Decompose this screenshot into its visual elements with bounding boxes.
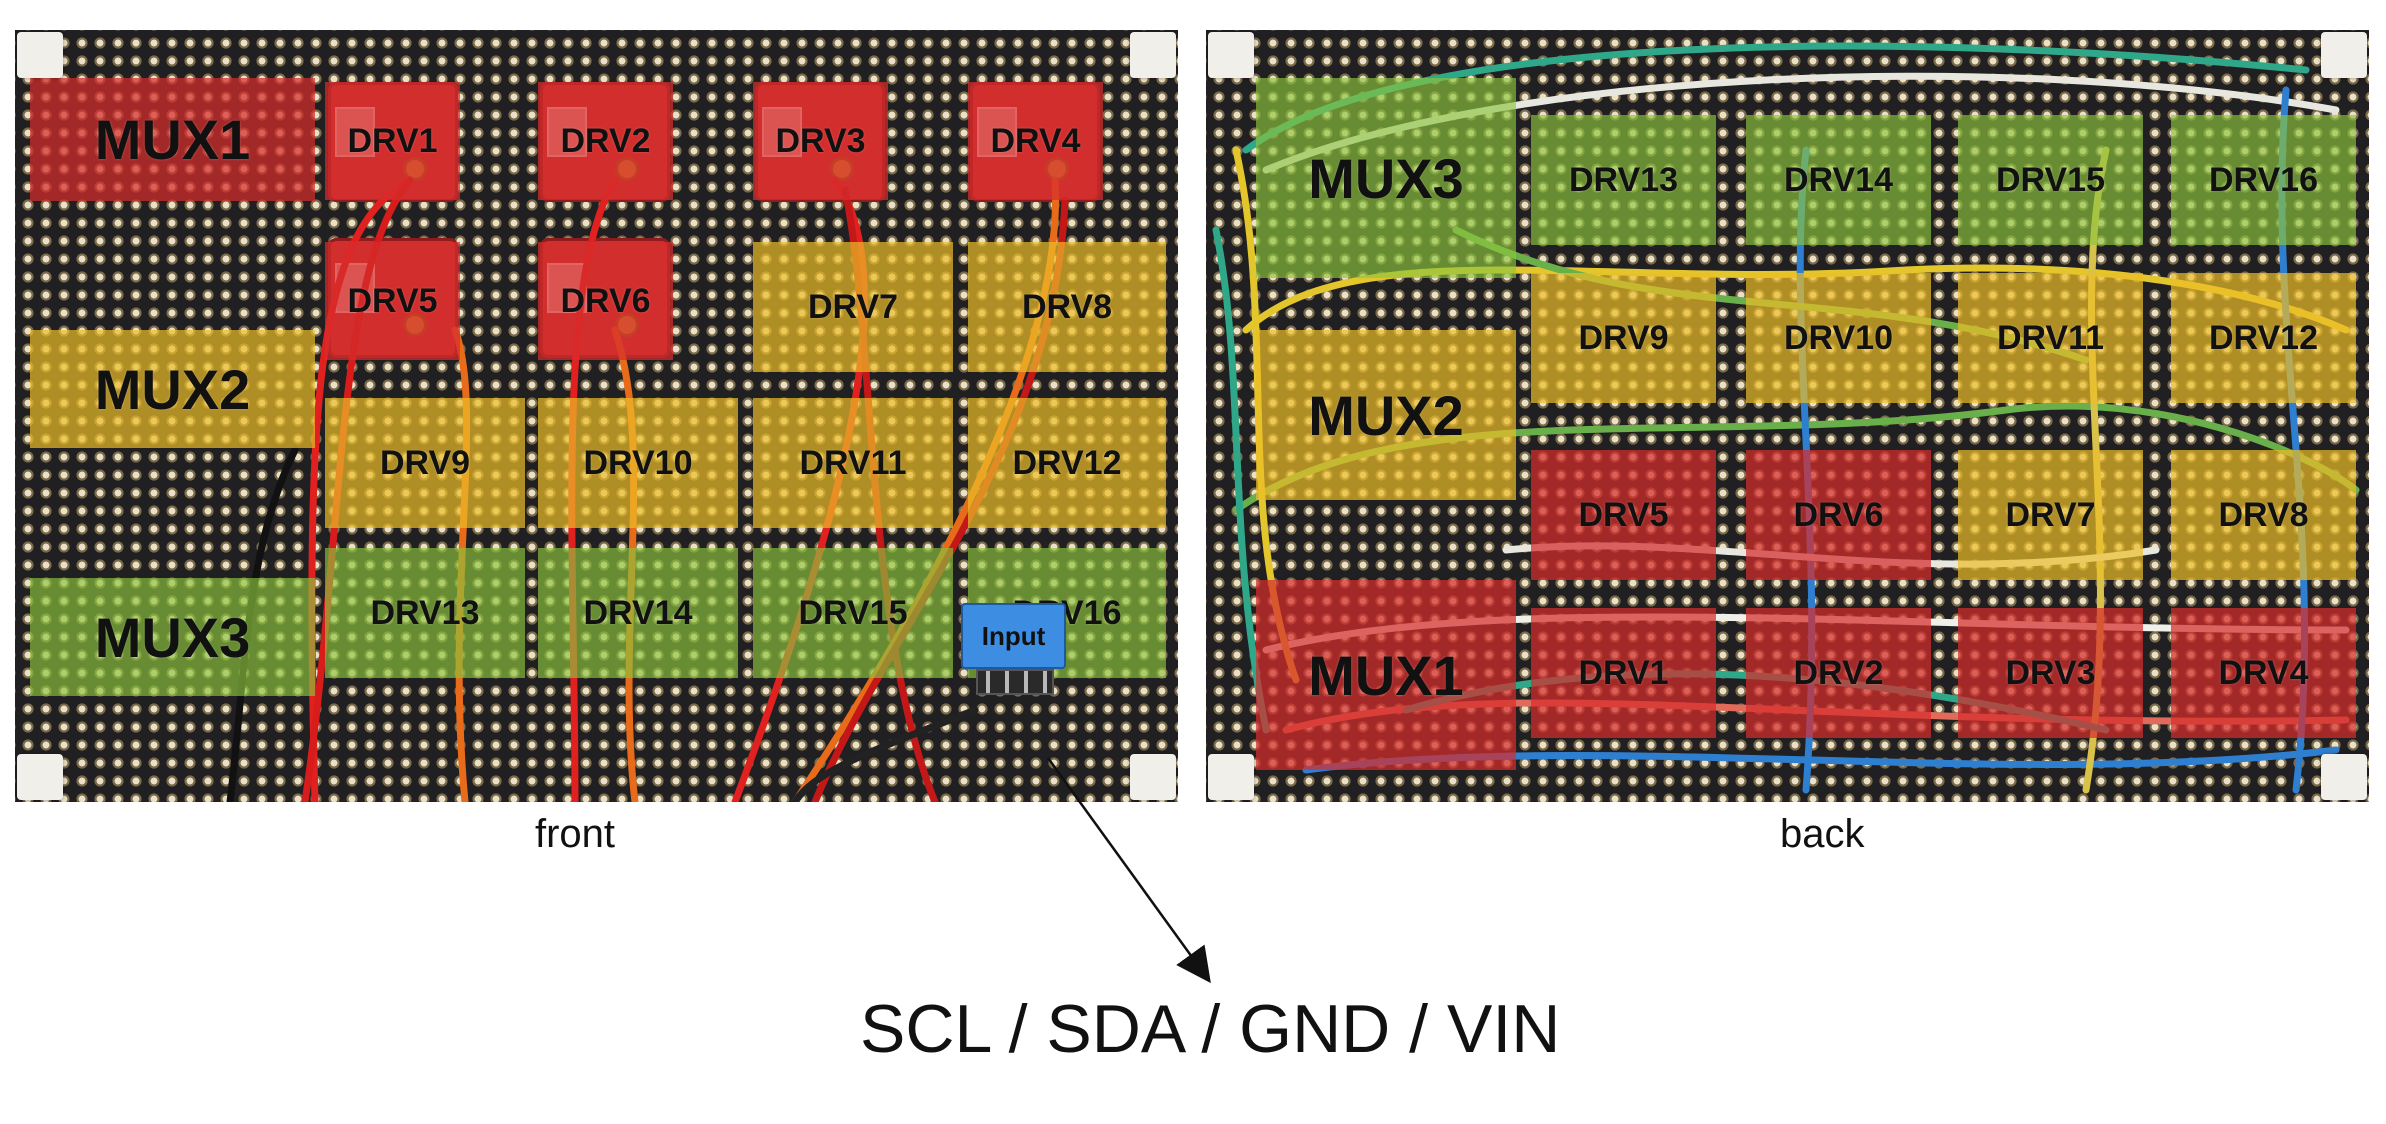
drv4-zone: DRV4: [968, 82, 1103, 200]
back-drv13-zone: DRV13: [1531, 115, 1716, 245]
drv2-zone: DRV2: [538, 82, 673, 200]
drv10-zone: DRV10: [538, 398, 738, 528]
mux2-zone: MUX2: [30, 330, 315, 448]
back-board-photo: MUX3 MUX2 MUX1 DRV13 DRV14 DRV15 DRV16 D…: [1206, 30, 2369, 802]
back-drv7-zone: DRV7: [1958, 450, 2143, 580]
front-board-photo: MUX1 MUX2 MUX3 DRV1 DRV2 DRV3 DRV4 DRV5 …: [15, 30, 1178, 802]
pinout-label: SCL / SDA / GND / VIN: [860, 991, 1561, 1067]
drv6-zone: DRV6: [538, 242, 673, 360]
back-drv15-zone: DRV15: [1958, 115, 2143, 245]
back-drv5-zone: DRV5: [1531, 450, 1716, 580]
drv12-zone: DRV12: [968, 398, 1166, 528]
back-caption: back: [1780, 812, 1865, 856]
drv9-zone: DRV9: [325, 398, 525, 528]
input-header-pins: [976, 669, 1054, 695]
standoff: [1208, 754, 1254, 800]
standoff: [1130, 754, 1176, 800]
input-connector: Input: [961, 603, 1066, 669]
drv3-zone: DRV3: [753, 82, 888, 200]
standoff: [1130, 32, 1176, 78]
back-drv1-zone: DRV1: [1531, 608, 1716, 738]
back-mux3-zone: MUX3: [1256, 78, 1516, 278]
back-drv6-zone: DRV6: [1746, 450, 1931, 580]
back-drv10-zone: DRV10: [1746, 273, 1931, 403]
standoff: [2321, 754, 2367, 800]
standoff: [17, 754, 63, 800]
drv11-zone: DRV11: [753, 398, 953, 528]
back-mux2-zone: MUX2: [1256, 330, 1516, 500]
drv1-zone: DRV1: [325, 82, 460, 200]
drv5-zone: DRV5: [325, 242, 460, 360]
drv8-zone: DRV8: [968, 242, 1166, 372]
standoff: [1208, 32, 1254, 78]
standoff: [17, 32, 63, 78]
back-drv4-zone: DRV4: [2171, 608, 2356, 738]
back-drv3-zone: DRV3: [1958, 608, 2143, 738]
drv13-zone: DRV13: [325, 548, 525, 678]
mux3-zone: MUX3: [30, 578, 315, 696]
front-caption: front: [535, 812, 616, 856]
drv15-zone: DRV15: [753, 548, 953, 678]
drv7-zone: DRV7: [753, 242, 953, 372]
back-drv11-zone: DRV11: [1958, 273, 2143, 403]
back-drv14-zone: DRV14: [1746, 115, 1931, 245]
back-drv12-zone: DRV12: [2171, 273, 2356, 403]
back-drv2-zone: DRV2: [1746, 608, 1931, 738]
back-drv8-zone: DRV8: [2171, 450, 2356, 580]
mux1-zone: MUX1: [30, 78, 315, 201]
back-mux1-zone: MUX1: [1256, 580, 1516, 770]
back-drv16-zone: DRV16: [2171, 115, 2356, 245]
back-drv9-zone: DRV9: [1531, 273, 1716, 403]
drv14-zone: DRV14: [538, 548, 738, 678]
standoff: [2321, 32, 2367, 78]
